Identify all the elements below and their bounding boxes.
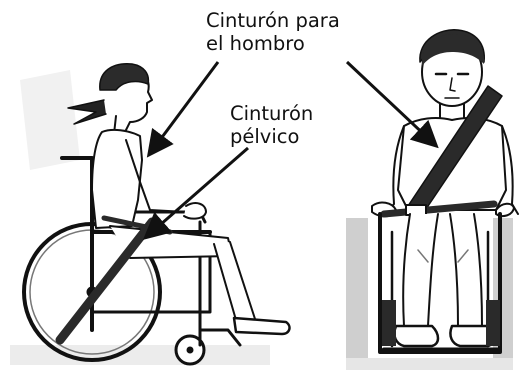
side-bg-shade [20, 70, 80, 170]
shoulder-belt-label-line2: el hombro [206, 32, 305, 55]
front-knee-shade [417, 249, 469, 263]
front-right-foot-block [486, 300, 500, 346]
front-left-shoe [393, 324, 440, 348]
shoulder-belt-arrow-right [345, 60, 439, 149]
front-right-leg [449, 213, 483, 327]
side-hair [99, 63, 150, 91]
side-hand [183, 202, 207, 220]
pointer-arrows [142, 60, 439, 240]
lap-belt-label-line2: pélvico [230, 125, 300, 148]
shoulder-belt-label: Cinturón para el hombro [206, 9, 340, 55]
front-left-foot-block [382, 300, 396, 346]
front-view-figure [346, 29, 519, 370]
front-hair-top [421, 34, 485, 66]
front-neck [439, 103, 465, 119]
shoulder-belt-label-line1: Cinturón para [206, 9, 340, 32]
front-floor-shade [346, 358, 513, 370]
side-shin [213, 241, 257, 323]
side-caster-hub [186, 346, 194, 354]
side-chair-back-post [60, 156, 94, 332]
front-left-shade [346, 218, 368, 358]
side-view-figure [10, 63, 291, 366]
side-footrest [198, 328, 242, 347]
side-ponytail [67, 99, 107, 125]
side-shoe [232, 316, 291, 336]
front-lap-belt [380, 200, 498, 218]
front-left-arm [385, 125, 405, 215]
lap-belt-label-line1: Cinturón [230, 102, 314, 125]
front-nose [449, 77, 456, 92]
lap-belt-arrow [142, 146, 249, 240]
front-left-leg [402, 213, 439, 327]
side-floor-shade [10, 345, 270, 365]
lap-belt-label: Cinturón pélvico [230, 102, 313, 148]
side-lap-belt [55, 217, 157, 345]
front-belt-buckle [405, 204, 427, 216]
side-chair-frame-low [90, 230, 212, 314]
shoulder-belt-arrow-left [146, 61, 220, 158]
side-torso [91, 128, 143, 229]
